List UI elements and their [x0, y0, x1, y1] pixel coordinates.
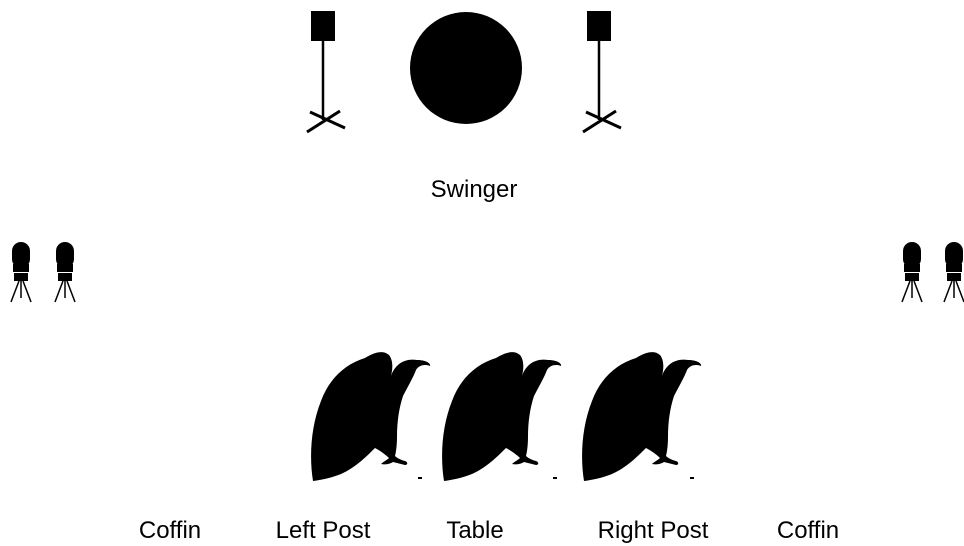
- speaker-stand-left-icon: [307, 11, 345, 132]
- stage-light-left-1-icon: [11, 242, 31, 302]
- swinger-disc-icon: [410, 12, 522, 124]
- table-label: Table: [446, 517, 503, 545]
- stage-light-left-2-icon: [55, 242, 75, 302]
- right-post-label: Right Post: [598, 517, 709, 545]
- coffin-left-label: Coffin: [139, 517, 201, 545]
- coffin-right-label: Coffin: [777, 517, 839, 545]
- vulture-center-icon: [442, 352, 561, 481]
- left-post-label: Left Post: [276, 517, 371, 545]
- stage-light-right-1-icon: [902, 242, 922, 302]
- vulture-right-icon: [582, 352, 701, 481]
- stage-light-right-2-icon: [944, 242, 964, 302]
- speaker-stand-right-icon: [583, 11, 621, 132]
- vulture-left-icon: [311, 352, 430, 481]
- swinger-label: Swinger: [431, 176, 518, 204]
